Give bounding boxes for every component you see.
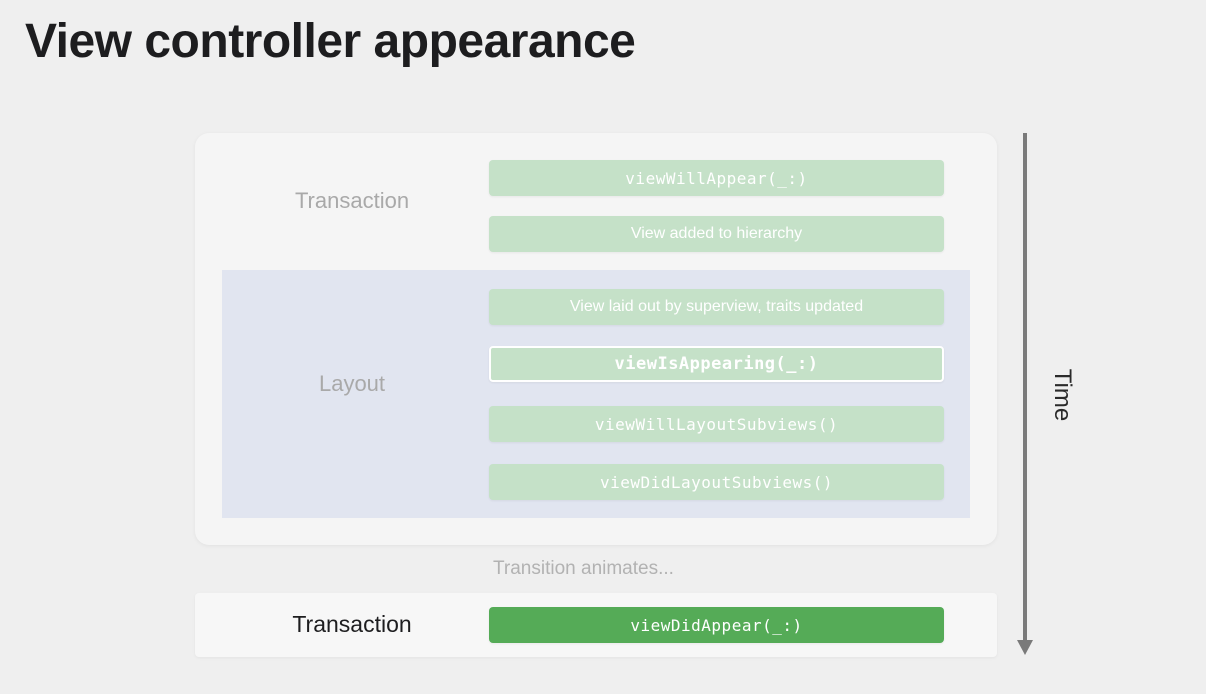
step-view-will-appear: viewWillAppear(_:) (489, 160, 944, 196)
transition-note: Transition animates... (493, 558, 674, 579)
time-axis-label: Time (1049, 368, 1076, 422)
step-view-will-layout-subviews: viewWillLayoutSubviews() (489, 406, 944, 442)
time-axis-line (1023, 133, 1027, 643)
section-label-transaction-bottom: Transaction (292, 611, 412, 637)
section-label-transaction-top: Transaction (294, 188, 410, 213)
page-title: View controller appearance (25, 15, 636, 68)
step-view-laid-out: View laid out by superview, traits updat… (489, 289, 944, 325)
step-view-did-appear: viewDidAppear(_:) (489, 607, 944, 643)
step-view-is-appearing: viewIsAppearing(_:) (489, 346, 944, 382)
step-view-added-to-hierarchy: View added to hierarchy (489, 216, 944, 252)
time-arrow-down-icon (1017, 640, 1033, 655)
step-view-did-layout-subviews: viewDidLayoutSubviews() (489, 464, 944, 500)
section-label-layout: Layout (318, 371, 386, 396)
